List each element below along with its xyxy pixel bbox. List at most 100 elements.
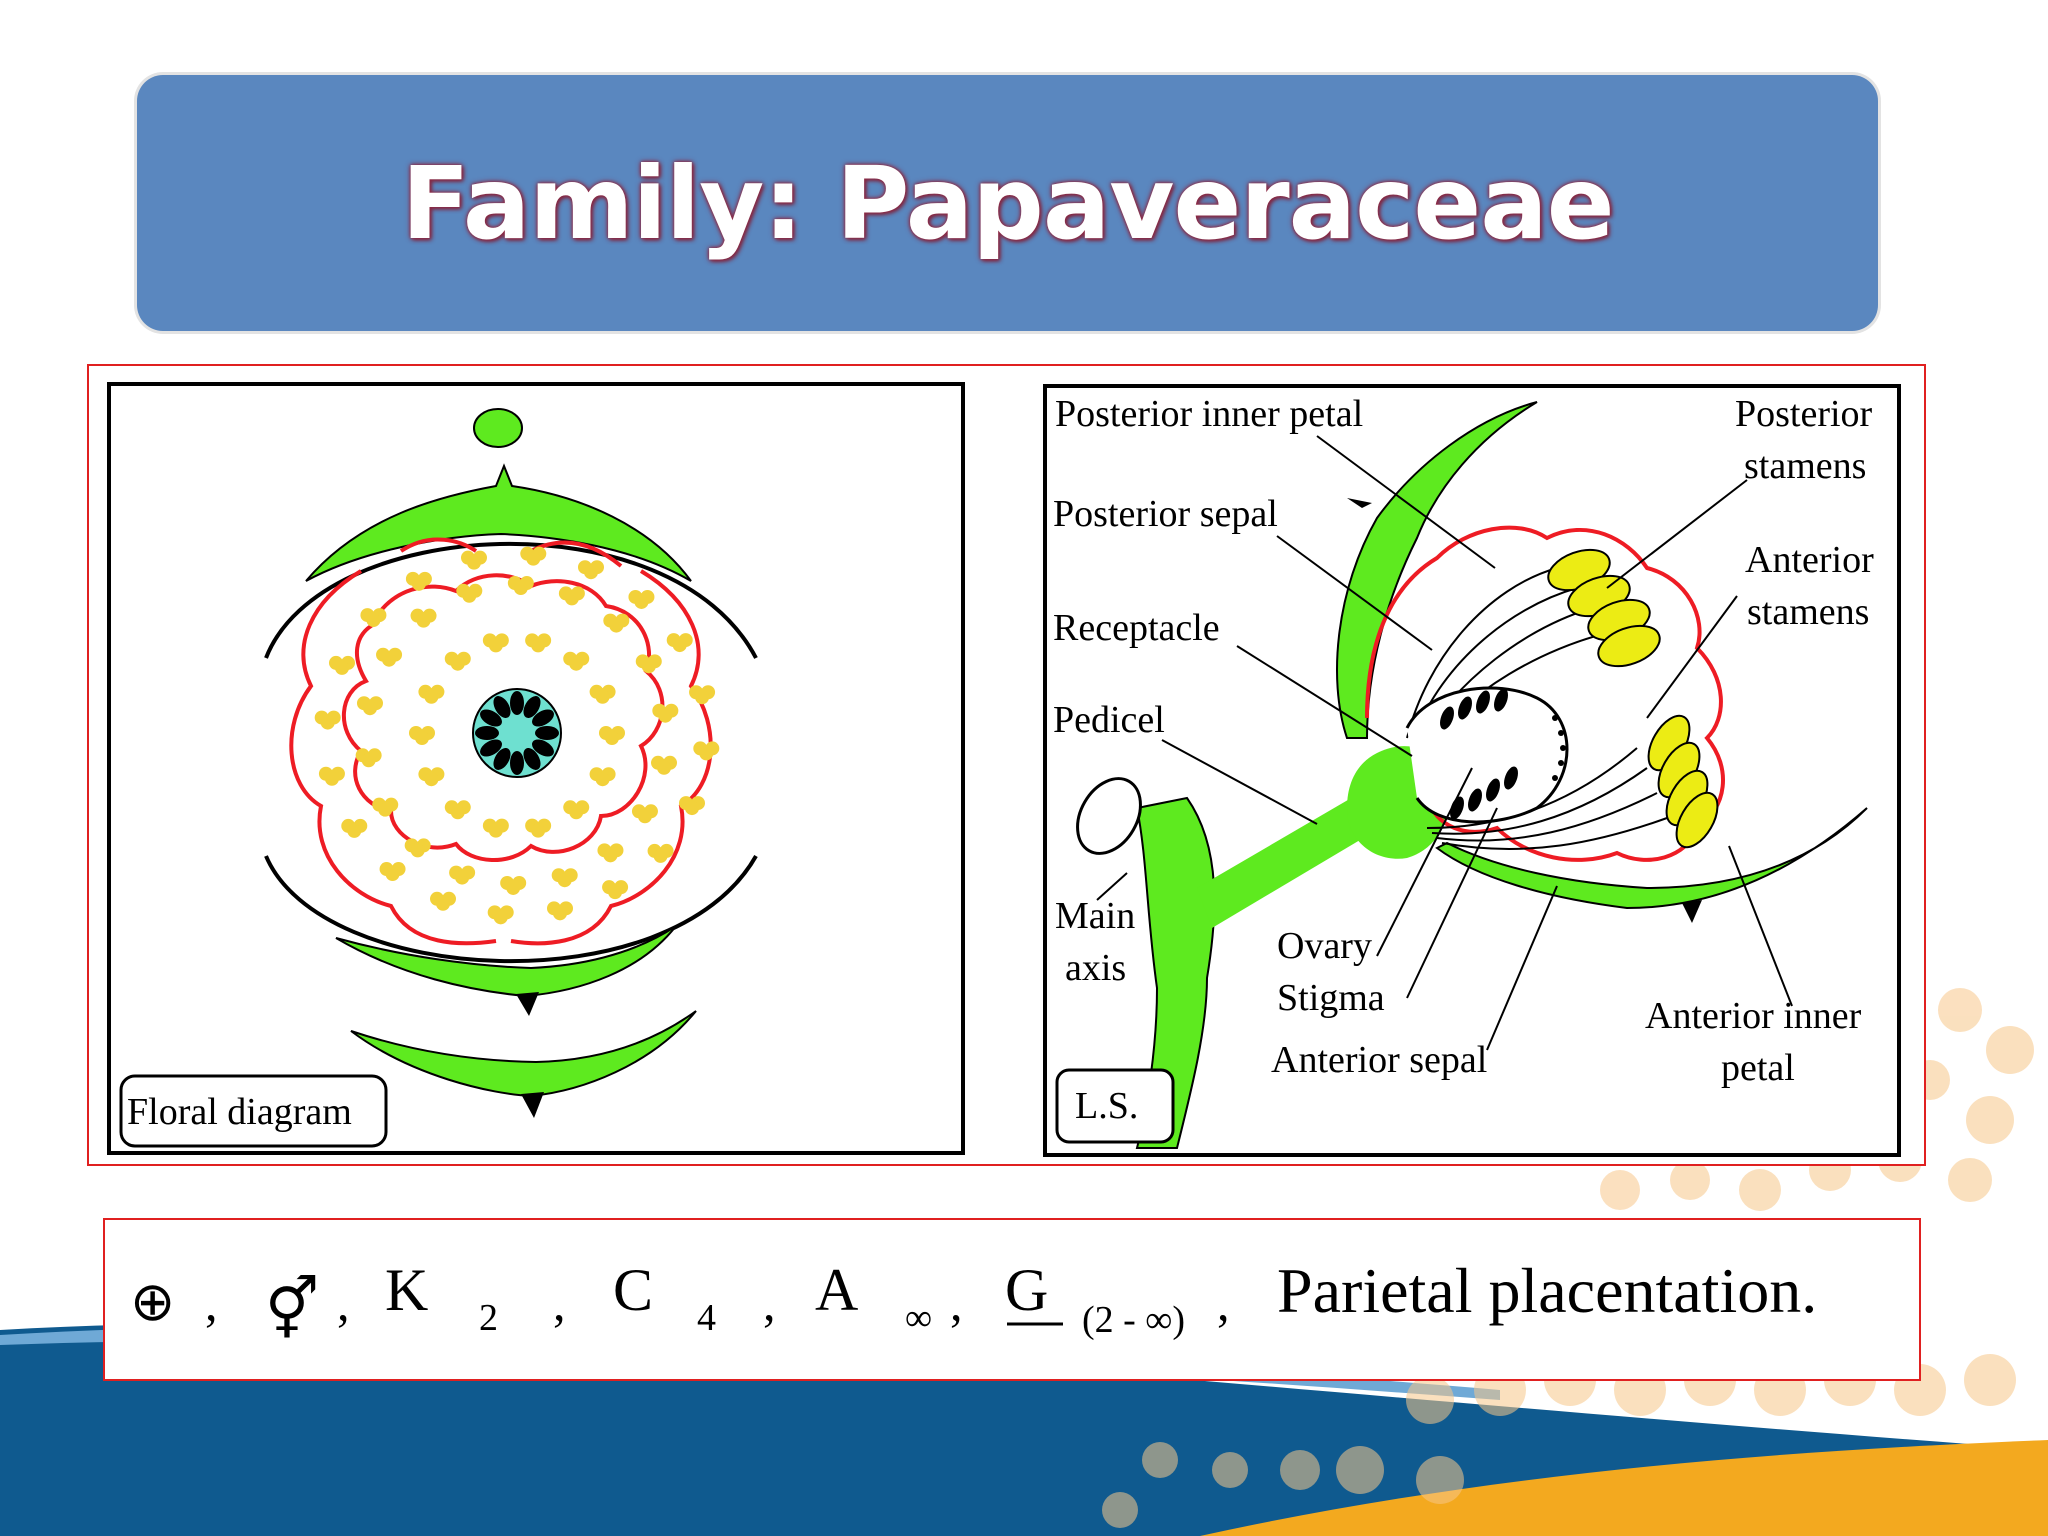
stamen [558,586,585,606]
stamen [589,767,616,787]
stamen [405,571,432,591]
formula-corolla-count: 4 [697,1297,716,1339]
ovary [472,688,562,778]
ovules [475,691,559,775]
leader-lines [1096,435,1793,1051]
stamen [314,710,341,730]
stamen [635,654,662,674]
stamen [666,633,693,653]
stamen [525,633,552,653]
floral-diagram-label: Floral diagram [127,1091,352,1133]
formula-placentation: Parietal placentation. [1277,1255,1817,1326]
formula-sep-6: , [1217,1275,1230,1331]
label-anterior-stamens-2: stamens [1747,591,1869,633]
sepal-bottom-inner [335,925,677,998]
ls-ovules [1440,688,1566,820]
stamen [487,905,514,925]
floral-diagram-panel: Floral diagram [107,382,965,1155]
page-title: Family: Papaveraceae [401,144,1614,262]
ovule [480,739,502,757]
stamen [444,651,471,671]
stamen [460,550,487,570]
formula-sex: ⚥ [265,1275,319,1343]
stamen [449,865,476,885]
stamen [372,797,399,817]
label-anterior-inner-petal-1: Anterior inner [1645,995,1862,1037]
formula-calyx-count: 2 [479,1297,498,1339]
stamen [356,696,383,716]
formula-sep-1: , [205,1275,218,1331]
stamen [652,703,679,723]
formula-androecium-letter: A [815,1257,858,1323]
label-anterior-sepal: Anterior sepal [1271,1039,1487,1081]
formula-sep-4: , [763,1275,776,1331]
stamen [328,655,355,675]
stamen [500,875,527,895]
label-posterior-inner-petal: Posterior inner petal [1055,393,1363,435]
stamen [355,748,382,768]
label-main-axis-2: axis [1065,947,1126,989]
pedicel [1197,783,1397,928]
formula-androecium-count: ∞ [905,1297,932,1339]
stamen [551,868,578,888]
label-anterior-inner-petal-2: petal [1721,1047,1795,1089]
outer-arc-top [264,541,758,659]
ls-label: L.S. [1075,1085,1138,1127]
stamen [482,818,509,838]
ovule [523,748,541,770]
stamen [418,684,445,704]
label-main-axis-1: Main [1055,895,1135,937]
formula-gynoecium-count: (2 - ∞) [1082,1299,1185,1341]
stamen [647,843,674,863]
ovule [510,751,524,775]
stamen [589,684,616,704]
stamen [679,796,706,816]
posterior-sepal-tip [1347,498,1372,508]
stamen [520,546,547,566]
orange-wave [1200,1440,2048,1536]
stamen [376,647,403,667]
stamen [525,818,552,838]
sepal-bottom-outer [350,1010,697,1098]
floral-formula-box: ⊕ , ⚥ , K 2 , C 4 , A ∞ , G (2 - ∞) , Pa… [103,1218,1921,1381]
sepal-bottom-inner-tip [516,992,539,1016]
stamen [318,766,345,786]
label-ovary: Ovary [1277,925,1372,967]
ovule [480,709,502,727]
stamen [651,755,678,775]
bract [473,408,523,448]
floral-diagram-svg: Floral diagram [119,408,758,1148]
stamen [456,583,483,603]
stamen [409,726,435,745]
stamens [314,546,720,925]
stamen [603,613,630,633]
label-receptacle: Receptacle [1053,607,1220,649]
ovule [493,748,511,770]
ls-diagram-svg: Posterior inner petal Posterior stamens … [1053,393,1874,1149]
stamen [404,838,431,858]
stamen [563,651,590,671]
floral-formula-svg: ⊕ , ⚥ , K 2 , C 4 , A ∞ , G (2 - ∞) , Pa… [130,1255,1817,1343]
ls-ovary [1405,686,1569,824]
ovule [475,726,499,740]
formula-sep-3: , [553,1275,566,1331]
label-posterior-stamens-1: Posterior [1735,393,1873,435]
formula-sep-2: , [337,1275,350,1331]
ovule [532,709,554,727]
label-pedicel: Pedicel [1053,699,1165,741]
stamen [379,862,406,882]
floral-diagram-label-box [119,1074,388,1148]
ovule [535,726,559,740]
stamen [563,800,590,820]
stamen [507,576,534,596]
main-axis-cut [1076,777,1142,855]
stamen [689,685,716,705]
anterior-sepal-tip [1682,900,1702,923]
stamen [410,608,437,628]
stamen [602,880,629,900]
stamen [430,891,457,911]
petal-outline [1365,525,1725,862]
formula-symmetry: ⊕ [130,1272,175,1332]
label-stigma: Stigma [1277,977,1385,1019]
stamen [599,726,625,745]
